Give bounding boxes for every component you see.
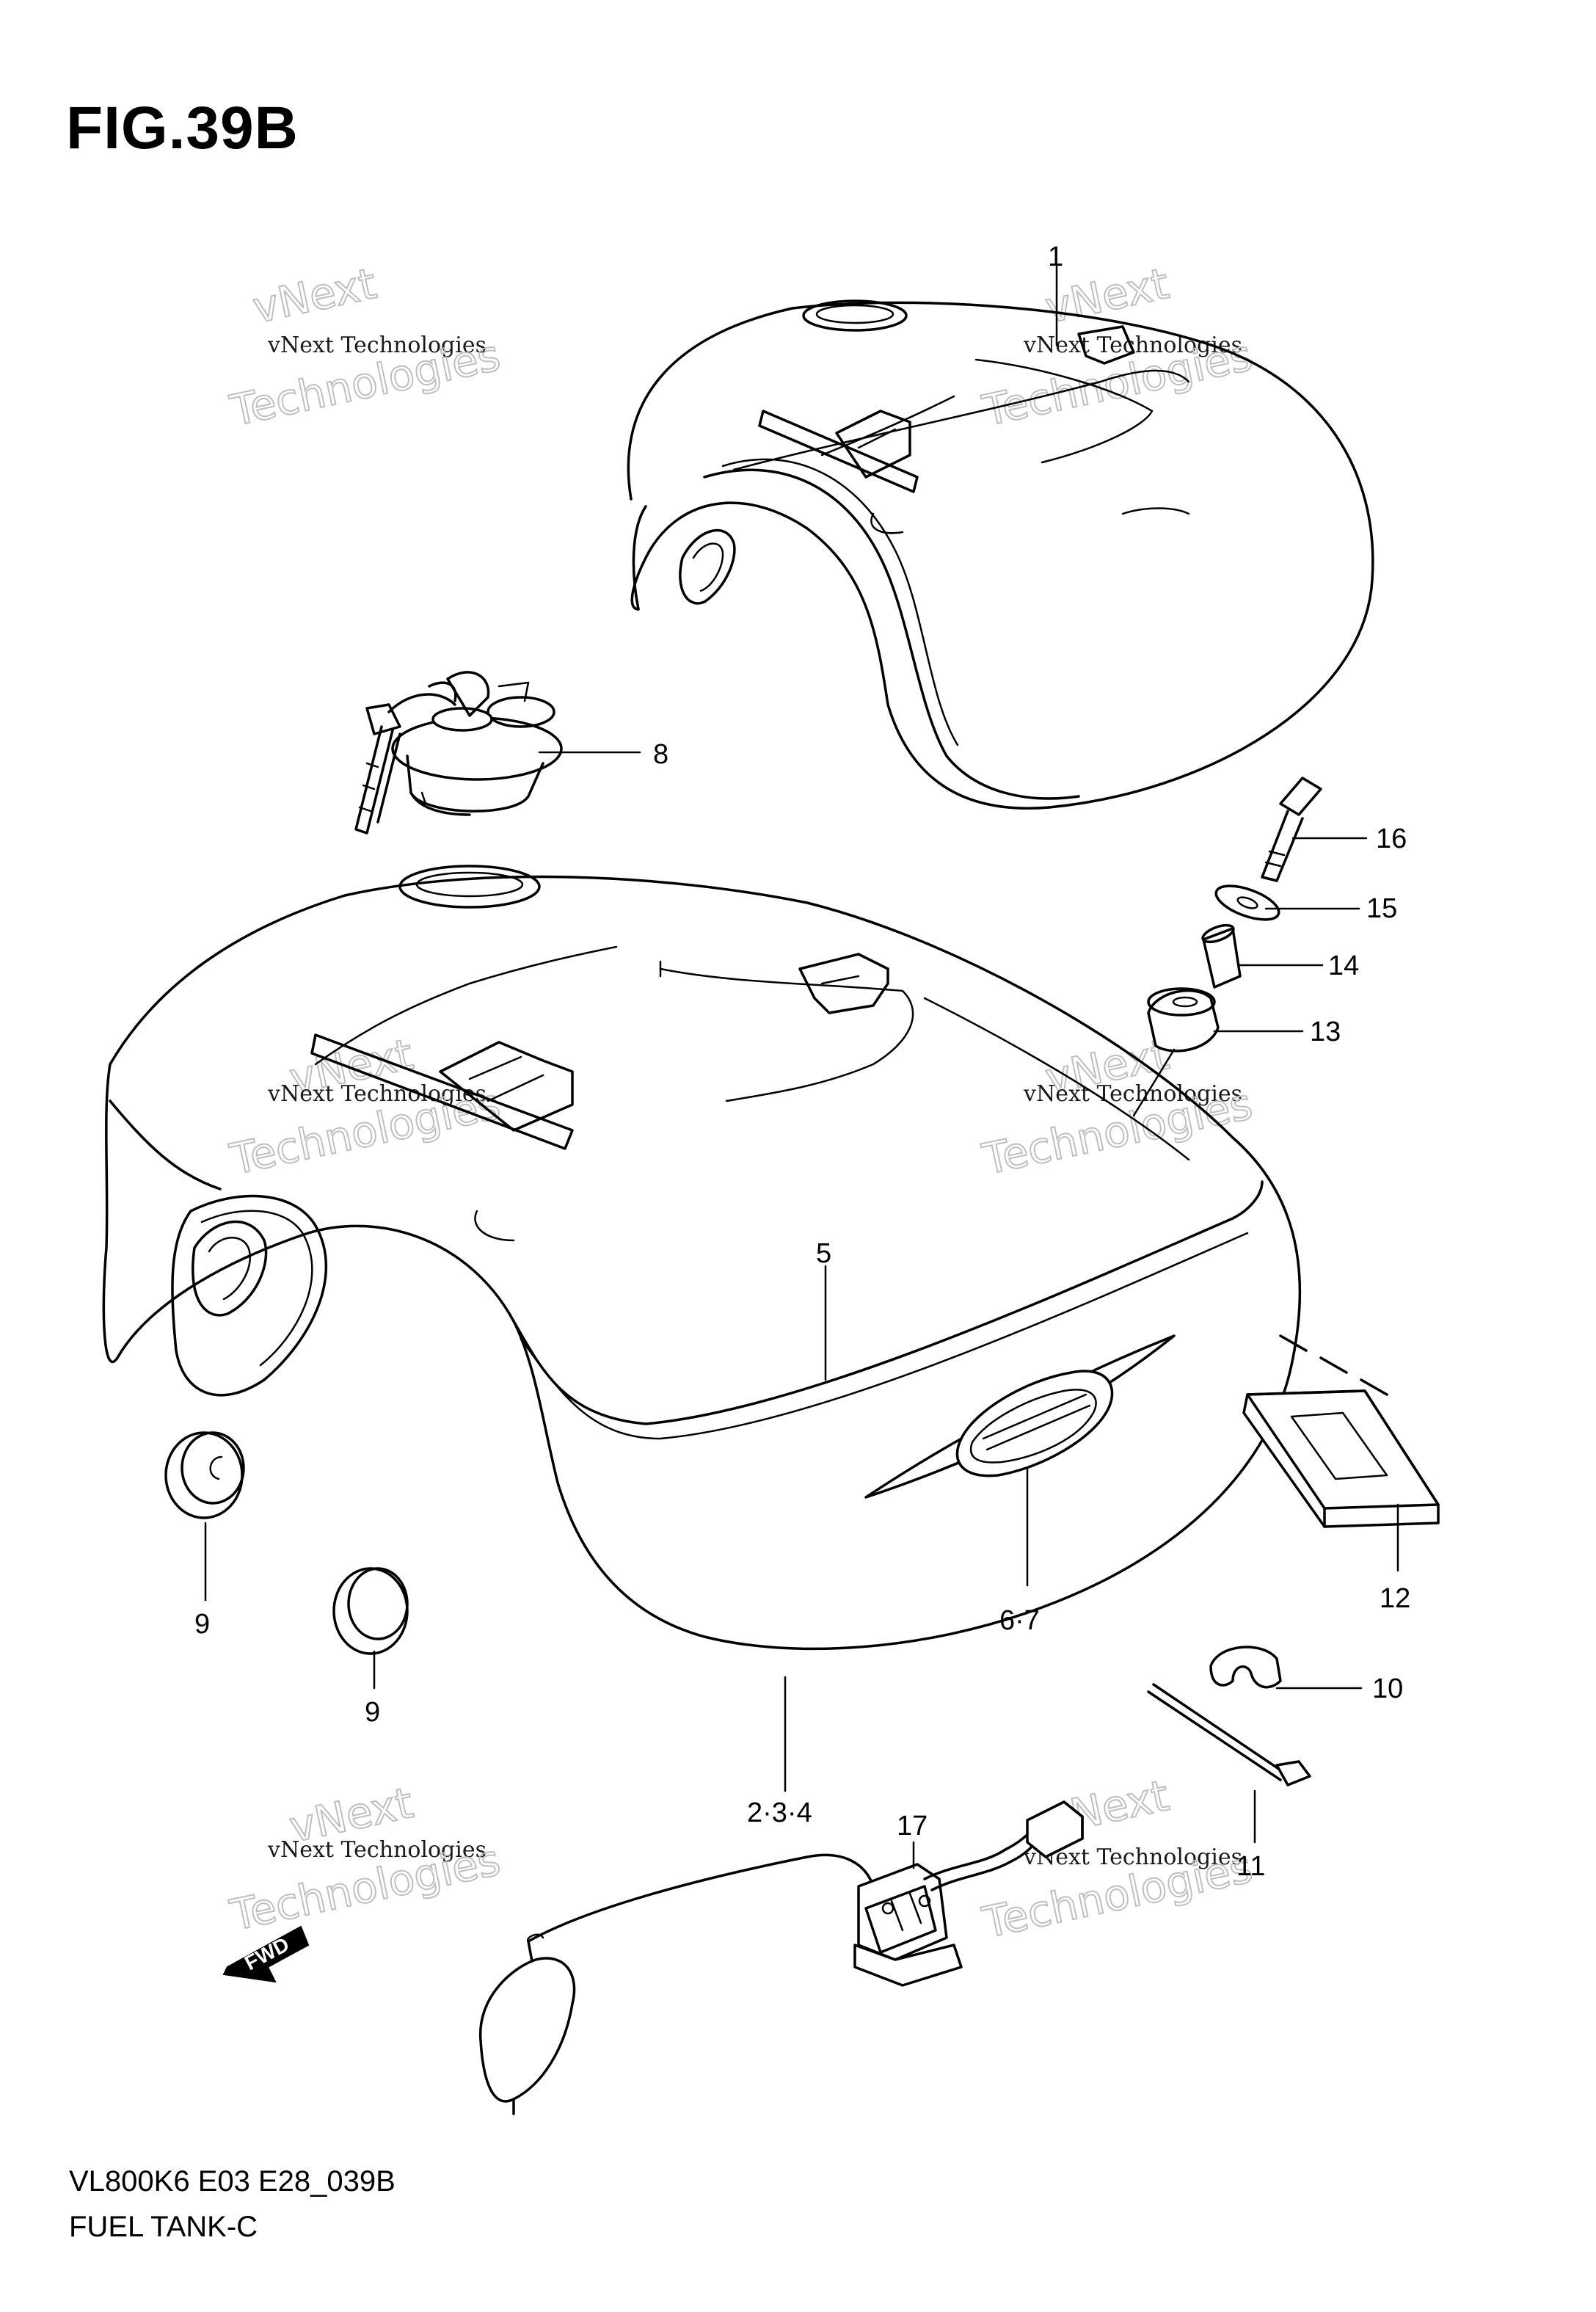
callout-2-3-4: 2·3·4 [747, 1797, 812, 1828]
rubber-cap-part-9b [332, 1567, 409, 1655]
watermark-small-text: vNext Technologies [267, 332, 487, 358]
figure-name: FUEL TANK-C [69, 2211, 258, 2243]
callout-9a: 9 [194, 1609, 210, 1640]
callout-17: 17 [897, 1811, 928, 1842]
callout-16: 16 [1376, 824, 1407, 854]
callout-15: 15 [1366, 893, 1397, 924]
callout-5: 5 [816, 1238, 831, 1269]
cushion-part-13 [1147, 987, 1220, 1053]
watermark-bottom-right: vNext vNext Technologies Technologies [977, 1770, 1258, 1949]
pad-dash-line [1279, 1334, 1388, 1396]
watermark-small-text: vNext Technologies [1023, 1081, 1242, 1107]
callout-9b: 9 [365, 1697, 380, 1728]
callout-labels: 1 8 16 15 14 13 5 6·7 12 9 9 10 2·3·4 11… [194, 241, 1410, 1882]
callout-13: 13 [1310, 1017, 1341, 1047]
bolt-part-16 [1261, 777, 1322, 882]
watermark-top-text: vNext [249, 258, 381, 333]
clamp-part-10 [1209, 1646, 1282, 1689]
collar-part-14 [1201, 923, 1242, 989]
fuel-tank-upper-part-1 [627, 299, 1374, 810]
washer-part-15 [1214, 884, 1280, 921]
pad-part-12 [1242, 1389, 1440, 1528]
figure-title: FIG.39B [66, 95, 299, 161]
leader-lines [204, 264, 1399, 1869]
callout-1: 1 [1048, 241, 1063, 272]
callout-14: 14 [1328, 950, 1359, 981]
cable-tie-part-11 [1147, 1683, 1311, 1786]
callout-8: 8 [653, 739, 668, 770]
rubber-cap-part-9a [164, 1431, 245, 1519]
fuel-tank-main-part-5 [102, 865, 1302, 1651]
watermark-small-text: vNext Technologies [267, 1837, 487, 1863]
watermark-bottom-left: vNext vNext Technologies Technologies [225, 1777, 506, 1941]
watermark-mid-right: vNext vNext Technologies Technologies [977, 1028, 1258, 1185]
fuel-cap-with-keys-part-8 [354, 671, 563, 835]
callout-6-7: 6·7 [999, 1605, 1040, 1636]
callout-11: 11 [1236, 1851, 1265, 1882]
watermark-top-left: vNext vNext Technologies Technologies [225, 258, 506, 437]
callout-12: 12 [1380, 1583, 1410, 1614]
callout-10: 10 [1372, 1673, 1403, 1704]
figure-model-code: VL800K6 E03 E28_039B [69, 2165, 396, 2198]
fuel-gauge-unit-part-17 [479, 1800, 1084, 2115]
